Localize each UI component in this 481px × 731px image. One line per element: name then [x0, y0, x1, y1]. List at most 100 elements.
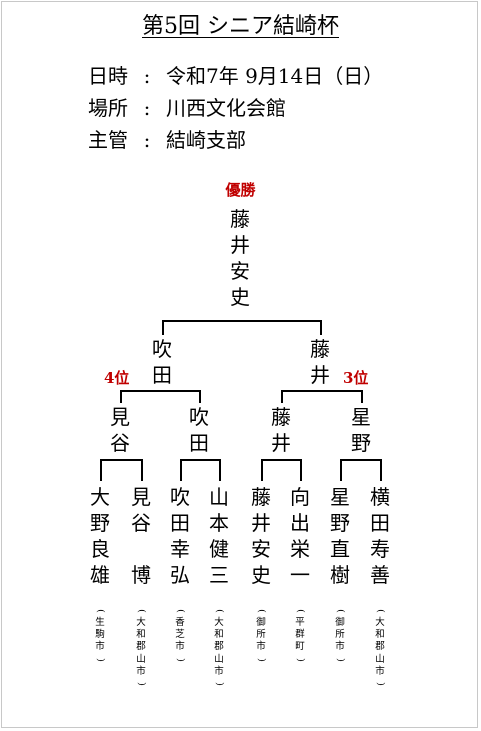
club-char: 市	[335, 641, 345, 653]
bracket-line	[340, 459, 342, 481]
winner-label: 優勝	[225, 181, 256, 199]
name-char: 栄	[290, 537, 310, 561]
club-char: (	[256, 609, 267, 613]
name-char: 雄	[90, 563, 110, 587]
club-char: )	[295, 657, 306, 662]
info-value: 令和7年 9月14日（日）	[166, 64, 384, 88]
name-char: 大	[90, 485, 110, 509]
name-char: 向	[290, 485, 310, 509]
club-char: )	[335, 657, 346, 662]
info-label: 場所	[88, 96, 128, 120]
name-char: 本	[209, 511, 229, 535]
club-char: (	[136, 609, 147, 613]
name-char: 藤	[251, 485, 271, 509]
club-char: )	[214, 682, 225, 686]
club-char: (	[335, 609, 346, 613]
final-left-name: 吹田	[147, 336, 177, 388]
semifinal-name: 星野	[346, 404, 376, 456]
name-char: 井	[271, 431, 291, 455]
club-char: 郡	[214, 641, 224, 653]
name-char: 野	[330, 511, 350, 535]
club-char: (	[175, 609, 186, 613]
bracket-line	[219, 459, 221, 481]
name-char: 安	[251, 537, 271, 561]
player-name: 山本健三	[204, 484, 234, 588]
bracket-line	[300, 459, 302, 481]
name-char: 直	[330, 537, 350, 561]
name-char: 谷	[110, 431, 130, 455]
club-char: (	[375, 609, 386, 613]
info-value: 結崎支部	[166, 128, 246, 152]
club-char: )	[256, 657, 267, 662]
club-char: (	[214, 609, 225, 613]
club-char: (	[295, 609, 306, 613]
rank-3rd-label: 3位	[343, 369, 369, 387]
name-char: 樹	[330, 563, 350, 587]
name-char: 史	[230, 285, 250, 309]
club-char: 芝	[175, 629, 185, 641]
club-char: 生	[95, 617, 105, 628]
name-char: 野	[90, 511, 110, 535]
name-char: 田	[189, 431, 209, 455]
name-char: 田	[370, 511, 390, 535]
name-char: 出	[290, 511, 310, 535]
bracket-line	[380, 459, 382, 481]
player-club: (大和郡山市)	[134, 605, 148, 690]
club-char: 郡	[375, 641, 385, 653]
info-separator: :	[143, 96, 151, 120]
club-char: 群	[295, 629, 305, 641]
club-char: 和	[375, 629, 385, 641]
club-char: 御	[335, 617, 345, 628]
name-char: 見	[110, 405, 130, 429]
bracket-line	[281, 390, 363, 392]
info-separator: :	[143, 64, 151, 88]
name-char: 見	[131, 485, 151, 509]
name-char: 山	[209, 485, 229, 509]
info-row-organizer: 主管:結崎支部	[88, 128, 246, 152]
name-char: 一	[290, 563, 310, 587]
name-char: 善	[370, 563, 390, 587]
name-char: 藤	[271, 405, 291, 429]
player-name: 横田寿善	[365, 484, 395, 588]
info-row-venue: 場所: 川西文化会館	[88, 96, 286, 120]
final-right-name: 藤井	[305, 336, 335, 388]
name-char: 藤	[310, 337, 330, 361]
bracket-line	[162, 320, 164, 335]
club-char: 平	[295, 617, 305, 628]
name-char: 三	[209, 563, 229, 587]
name-char: 星	[351, 405, 371, 429]
name-char: 星	[330, 485, 350, 509]
bracket-line	[261, 459, 263, 481]
info-value: 川西文化会館	[166, 96, 286, 120]
name-char: 寿	[370, 537, 390, 561]
info-row-date: 日時:令和7年 9月14日（日）	[88, 64, 383, 88]
bracket-line	[180, 459, 221, 461]
bracket-line	[180, 459, 182, 481]
semifinal-name: 見谷	[105, 404, 135, 456]
name-char: 吹	[189, 405, 209, 429]
player-name: 向出栄一	[285, 484, 315, 588]
name-char: 吹	[152, 337, 172, 361]
player-name: 見谷 博	[126, 484, 156, 588]
name-char: 安	[230, 259, 250, 283]
club-char: 駒	[95, 629, 105, 641]
club-char: 大	[136, 617, 146, 628]
club-char: 和	[136, 629, 146, 641]
player-club: (香芝市)	[173, 605, 187, 666]
name-char: 井	[230, 233, 250, 257]
semifinal-name: 藤井	[266, 404, 296, 456]
player-name: 星野直樹	[325, 484, 355, 588]
player-name: 大野良雄	[85, 484, 115, 588]
club-char: 和	[214, 629, 224, 641]
name-char: 田	[170, 511, 190, 535]
player-name: 吹田幸弘	[165, 484, 195, 588]
bracket-line	[120, 390, 122, 403]
club-char: )	[136, 682, 147, 686]
name-char: 弘	[170, 563, 190, 587]
semifinal-name: 吹田	[184, 404, 214, 456]
player-club: (御所市)	[333, 605, 347, 666]
bracket-line	[141, 459, 143, 481]
name-char: 田	[152, 363, 172, 387]
club-char: 市	[256, 641, 266, 653]
